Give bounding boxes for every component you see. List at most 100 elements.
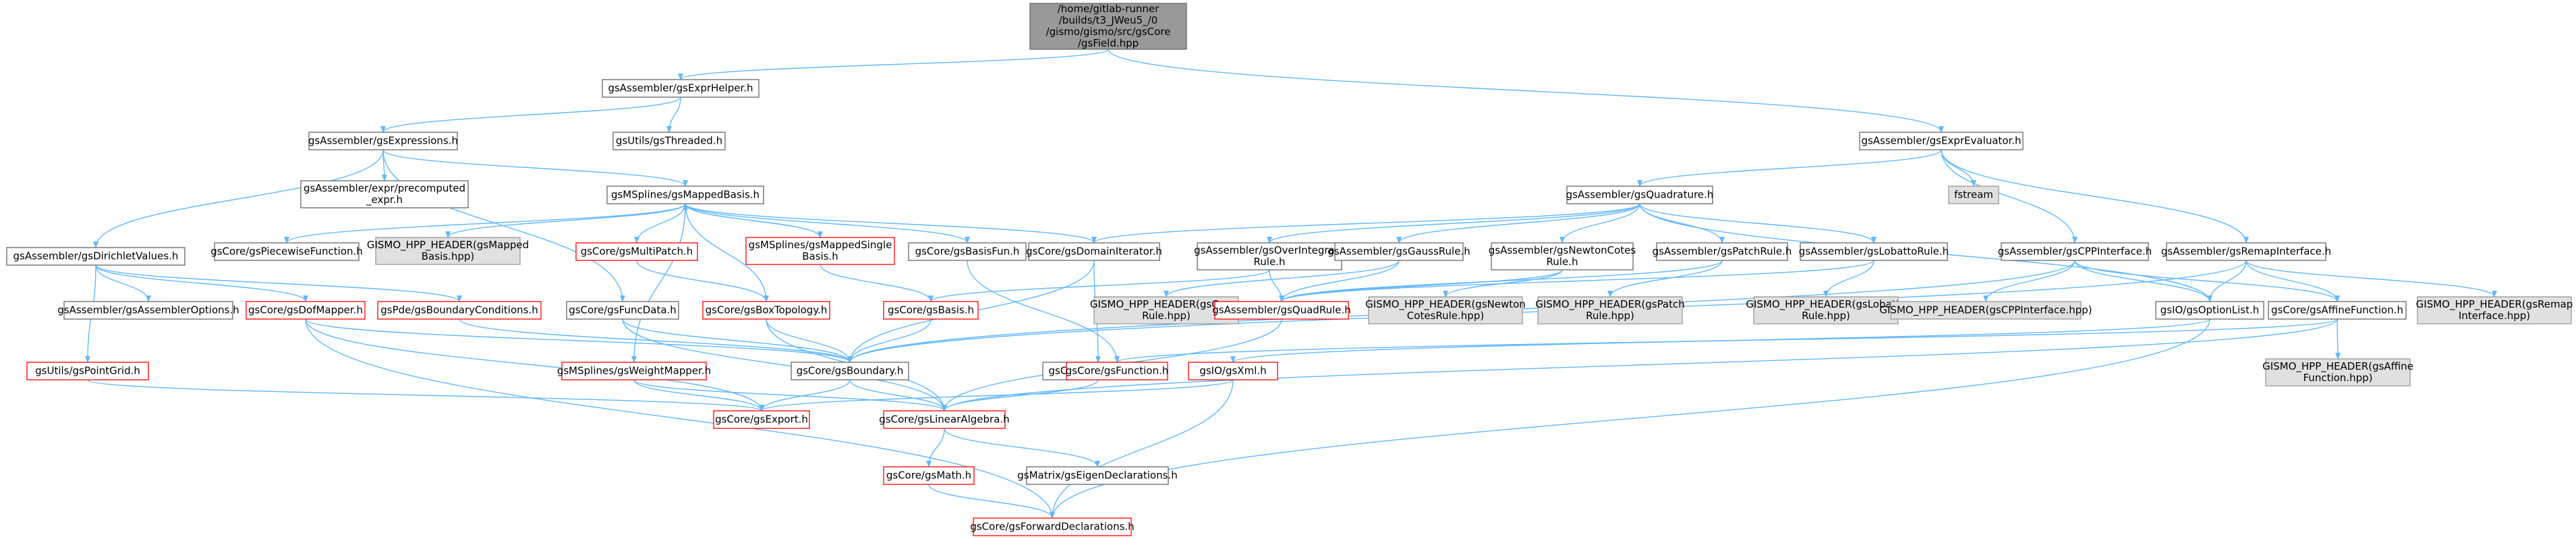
node-label: gsAssembler/gsDirichletValues.h xyxy=(13,250,179,262)
node-hpp_cpp[interactable]: GISMO_HPP_HEADER(gsCPPInterface.hpp) xyxy=(1879,301,2092,320)
node-box xyxy=(246,301,366,320)
node-patchrule[interactable]: gsAssembler/gsPatchRule.h xyxy=(1653,242,1792,261)
node-label: gsAssembler/gsExprHelper.h xyxy=(608,82,753,94)
node-label: Rule.h xyxy=(1547,256,1578,268)
node-box xyxy=(375,237,521,265)
node-export[interactable]: gsCore/gsExport.h xyxy=(713,410,810,429)
node-basis[interactable]: gsCore/gsBasis.h xyxy=(883,301,979,320)
node-exprevaluator[interactable]: gsAssembler/gsExprEvaluator.h xyxy=(1859,132,2024,150)
node-box xyxy=(1066,362,1168,380)
node-expressions[interactable]: gsAssembler/gsExpressions.h xyxy=(308,132,458,150)
node-precomputed[interactable]: gsAssembler/expr/precomputed_expr.h xyxy=(300,180,469,208)
node-box xyxy=(214,242,360,261)
node-label: gsAssembler/gsQuadrature.h xyxy=(1566,189,1714,201)
edge-quadrature-to-gaussrule xyxy=(1396,203,1640,244)
node-label: gsAssembler/gsGaussRule.h xyxy=(1327,246,1470,258)
node-label: gsMSplines/gsMappedSingle xyxy=(749,239,892,251)
node-hpp_affine[interactable]: GISMO_HPP_HEADER(gsAffineFunction.hpp) xyxy=(2262,358,2413,387)
node-label: gsAssembler/expr/precomputed xyxy=(304,182,465,194)
node-dirichlet[interactable]: gsAssembler/gsDirichletValues.h xyxy=(6,247,185,266)
edge-remapinterface-to-hpp_remap xyxy=(2245,260,2497,297)
edge-cppinterface-to-affinefunction xyxy=(2074,260,2340,302)
node-boxtopology[interactable]: gsCore/gsBoxTopology.h xyxy=(702,301,830,320)
node-box xyxy=(308,132,458,150)
node-linearalgebra[interactable]: gsCore/gsLinearAlgebra.h xyxy=(879,410,1010,429)
node-assembleroptions[interactable]: gsAssembler/gsAssemblerOptions.h xyxy=(57,301,239,320)
node-boundarycond[interactable]: gsPde/gsBoundaryConditions.h xyxy=(377,301,542,320)
node-box xyxy=(973,517,1132,536)
node-hpp_patch[interactable]: GISMO_HPP_HEADER(gsPatchRule.hpp) xyxy=(1535,296,1685,324)
node-quadrature[interactable]: gsAssembler/gsQuadrature.h xyxy=(1566,186,1714,204)
node-box xyxy=(1334,242,1464,261)
node-cppinterface[interactable]: gsAssembler/gsCPPInterface.h xyxy=(1998,242,2152,261)
node-quadrule[interactable]: gsAssembler/gsQuadRule.h xyxy=(1212,301,1351,320)
node-dofmapper[interactable]: gsCore/gsDofMapper.h xyxy=(246,301,366,320)
node-box xyxy=(1028,242,1160,261)
edge-funcdata-to-linearalgebra xyxy=(622,318,947,412)
node-root[interactable]: /home/gitlab-runner/builds/t3_JWeu5_/0/g… xyxy=(1029,3,1187,50)
node-xml[interactable]: gsIO/gsXml.h xyxy=(1188,362,1278,380)
node-box xyxy=(566,301,679,320)
node-box xyxy=(300,180,469,208)
node-label: gsCore/gsBasis.h xyxy=(888,304,974,316)
node-affinefunction[interactable]: gsCore/gsAffineFunction.h xyxy=(2268,301,2407,320)
node-threaded[interactable]: gsUtils/gsThreaded.h xyxy=(612,132,726,150)
node-box xyxy=(1214,301,1349,320)
node-label: GISMO_HPP_HEADER(gsNewton xyxy=(1365,298,1526,311)
node-mappedbasis[interactable]: gsMSplines/gsMappedBasis.h xyxy=(606,186,764,204)
node-label: gsCore/gsMultiPatch.h xyxy=(581,246,693,258)
node-fstream[interactable]: fstream xyxy=(1948,186,1999,204)
node-funcdata[interactable]: gsCore/gsFuncData.h xyxy=(566,301,679,320)
node-hpp_mappedbasis[interactable]: GISMO_HPP_HEADER(gsMappedBasis.hpp) xyxy=(367,237,529,265)
node-label: Function.hpp) xyxy=(2303,372,2373,384)
edge-mappedsingle-to-mappedbasis xyxy=(683,203,821,238)
node-piecewise[interactable]: gsCore/gsPiecewiseFunction.h xyxy=(210,242,363,261)
node-remapinterface[interactable]: gsAssembler/gsRemapInterface.h xyxy=(2161,242,2331,261)
node-label: gsCore/gsMath.h xyxy=(886,470,971,482)
node-gaussrule[interactable]: gsAssembler/gsGaussRule.h xyxy=(1327,242,1470,261)
node-math[interactable]: gsCore/gsMath.h xyxy=(883,466,975,485)
edge-mappedbasis-to-piecewise xyxy=(284,203,686,244)
node-box xyxy=(1566,186,1713,204)
node-label: gsAssembler/gsLobattoRule.h xyxy=(1799,246,1949,258)
node-domainiter[interactable]: gsCore/gsDomainIterator.h xyxy=(1026,242,1162,261)
node-label: gsCore/gsAffineFunction.h xyxy=(2271,304,2403,316)
edge-cppinterface-to-hpp_cpp xyxy=(1983,260,2076,302)
edge-mappedbasis-to-weightmapper xyxy=(631,203,686,363)
node-pointgrid[interactable]: gsUtils/gsPointGrid.h xyxy=(26,362,149,380)
edge-mappedbasis-to-multipatch xyxy=(634,203,686,244)
node-optionlist[interactable]: gsIO/gsOptionList.h xyxy=(2155,301,2264,320)
node-eigendecl[interactable]: gsMatrix/gsEigenDeclarations.h xyxy=(1017,466,1178,485)
node-label: gsAssembler/gsExprEvaluator.h xyxy=(1861,135,2021,147)
node-basisfun[interactable]: gsCore/gsBasisFun.h xyxy=(908,242,1027,261)
edge-mappedbasis-to-hpp_mappedbasis xyxy=(445,203,686,238)
node-box xyxy=(2265,358,2411,387)
node-label: gsCore/gsBasisFun.h xyxy=(915,246,1020,258)
node-multipatch[interactable]: gsCore/gsMultiPatch.h xyxy=(575,242,698,261)
node-lobattorule[interactable]: gsAssembler/gsLobattoRule.h xyxy=(1799,242,1949,261)
edge-lobattorule-to-hpp_lobatto xyxy=(1823,260,1874,297)
edge-funcdata-to-boundary xyxy=(622,318,853,363)
node-hpp_remap[interactable]: GISMO_HPP_HEADER(gsRemapInterface.hpp) xyxy=(2416,296,2573,324)
node-hpp_lobatto[interactable]: GISMO_HPP_HEADER(gsLobattoRule.hpp) xyxy=(1746,296,1906,324)
node-label: gsCore/gsLinearAlgebra.h xyxy=(879,414,1009,426)
node-label: Rule.h xyxy=(1254,256,1286,268)
node-label: gsAssembler/gsNewtonCotes xyxy=(1489,244,1636,256)
node-box xyxy=(575,242,698,261)
edge-optionlist-to-forwarddecl xyxy=(1050,318,2210,519)
node-exprhelper[interactable]: gsAssembler/gsExprHelper.h xyxy=(602,79,760,98)
node-boundary[interactable]: gsCore/gsBoundary.h xyxy=(791,362,909,380)
node-function[interactable]: gsCore/gsFunction.h xyxy=(1066,362,1169,380)
edge-exprevaluator-to-remapinterface xyxy=(1941,149,2249,244)
node-box xyxy=(602,79,760,98)
edge-basisfun-to-function xyxy=(967,260,1120,363)
node-box xyxy=(2001,242,2149,261)
node-weightmapper[interactable]: gsMSplines/gsWeightMapper.h xyxy=(557,362,711,380)
node-box xyxy=(1890,301,2082,320)
node-forwarddecl[interactable]: gsCore/gsForwardDeclarations.h xyxy=(970,517,1135,536)
node-box xyxy=(1491,242,1634,271)
